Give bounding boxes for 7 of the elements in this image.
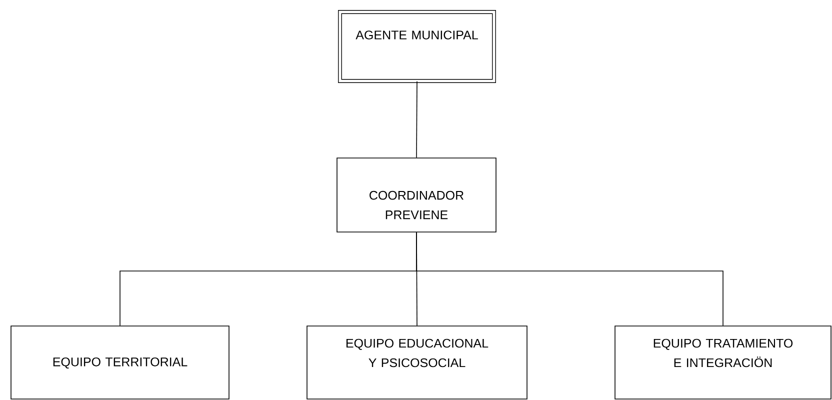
- org-box: EQUIPO EDUCACIONAL Y PSICOSOCIAL: [306, 326, 528, 400]
- connector-line: [416, 80, 418, 158]
- org-box: COORDINADOR PREVIENE: [336, 158, 496, 232]
- org-box: EQUIPO TRATAMIENTO E INTEGRACIÖN: [614, 326, 832, 400]
- connector-line: [416, 232, 724, 326]
- double-bordered-box: AGENTE MUNICIPAL: [338, 10, 496, 83]
- org-box: EQUIPO TERRITORIAL: [10, 326, 230, 400]
